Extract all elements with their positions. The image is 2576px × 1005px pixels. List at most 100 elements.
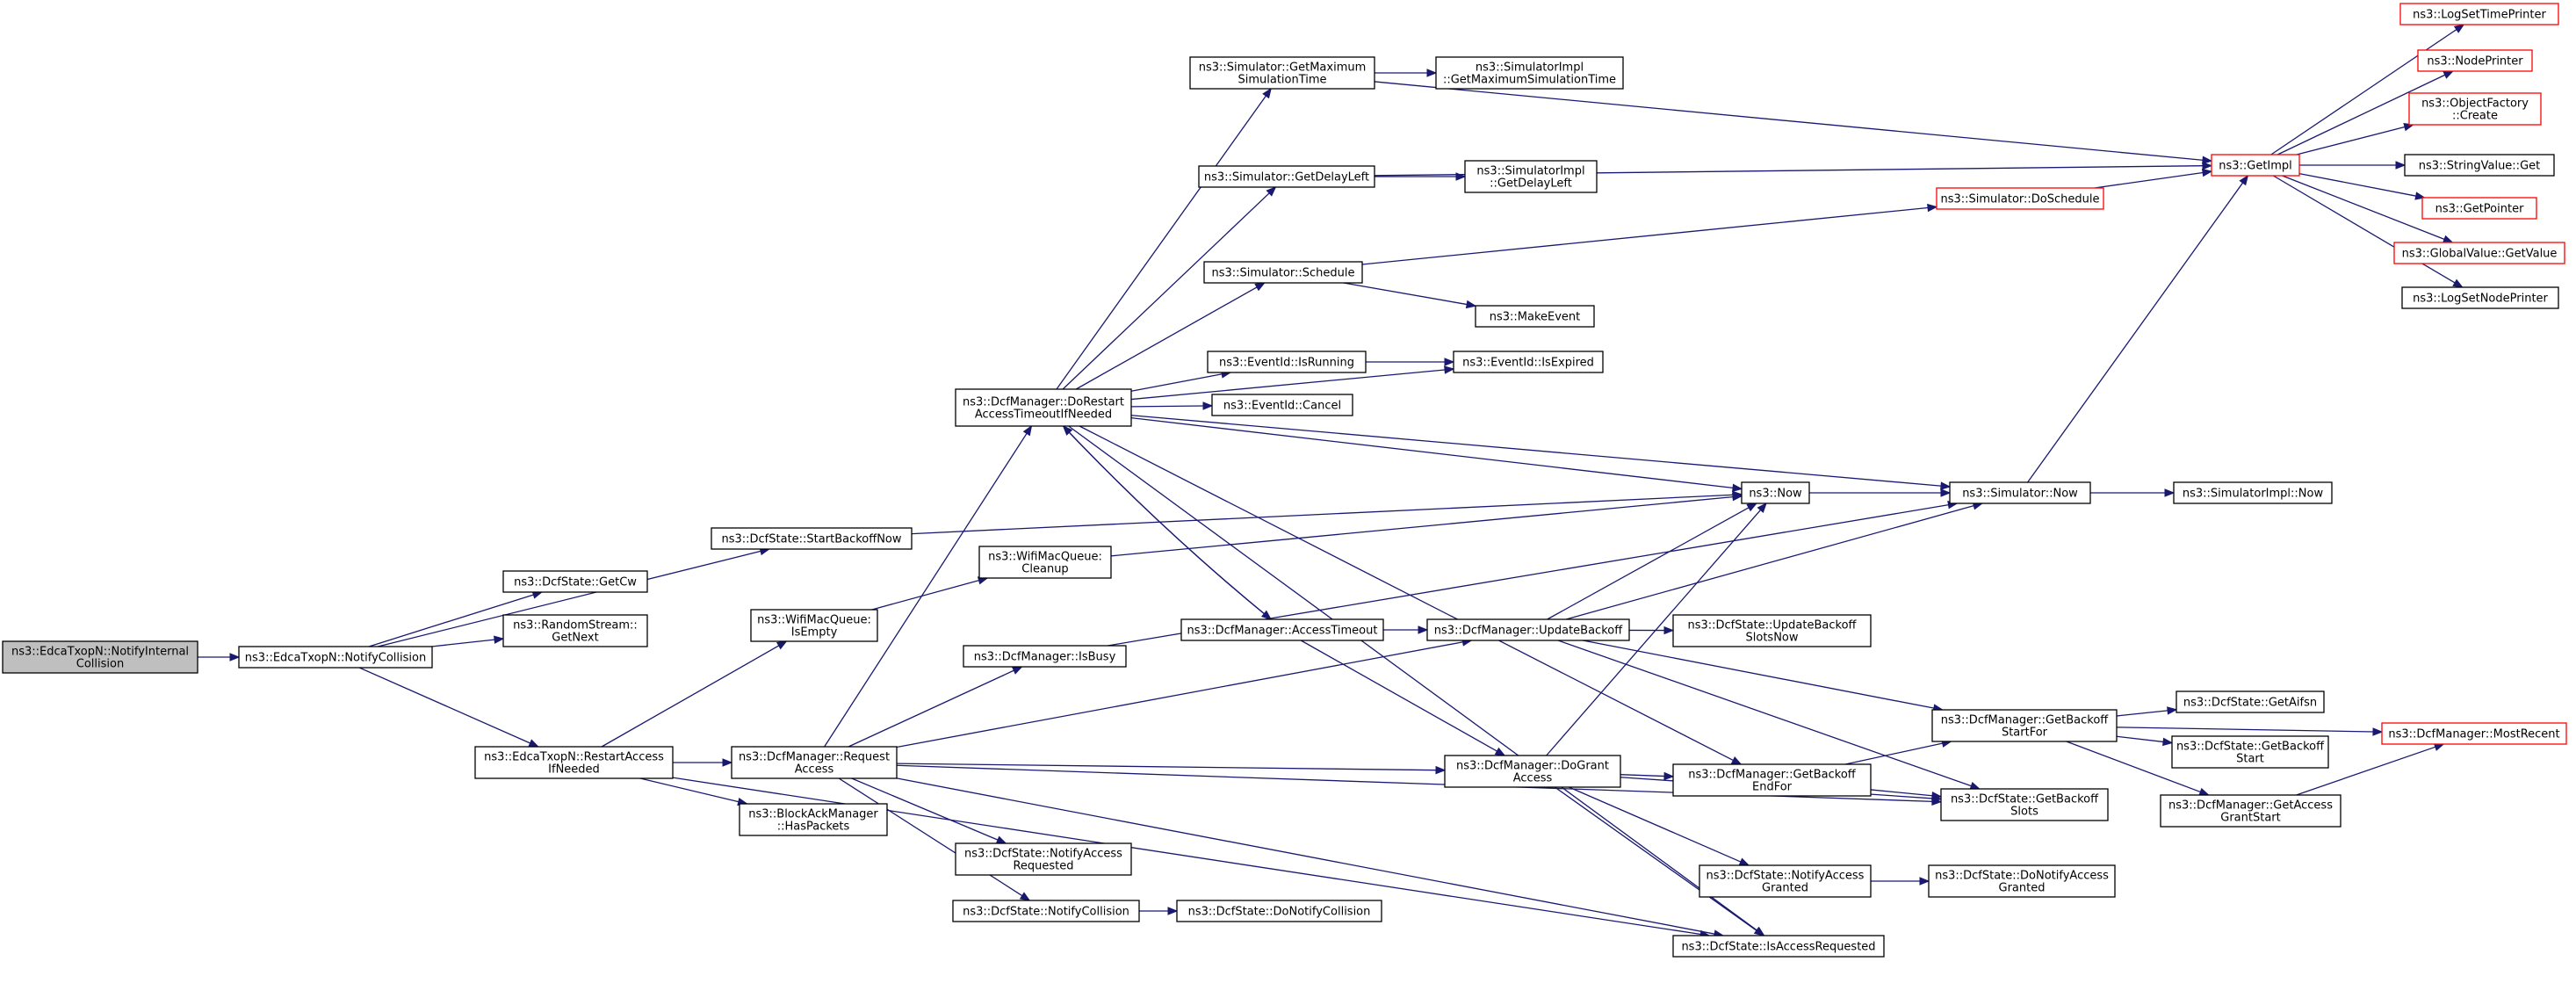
node-do-notify-collision[interactable]: ns3::DcfState::DoNotifyCollision bbox=[1176, 900, 1382, 922]
node-sim-get-delay[interactable]: ns3::Simulator::GetDelayLeft bbox=[1198, 165, 1375, 188]
node-sim-impl-get-delay[interactable]: ns3::SimulatorImpl::GetDelayLeft bbox=[1464, 160, 1598, 193]
node-label-line: ::Create bbox=[2452, 110, 2498, 123]
node-wifi-cleanup[interactable]: ns3::WifiMacQueue:Cleanup bbox=[978, 546, 1112, 579]
arrowhead bbox=[1022, 424, 1033, 437]
node-box bbox=[1928, 864, 2116, 898]
node-box bbox=[750, 609, 878, 642]
node-label-line: ns3::DcfState::GetCw bbox=[514, 576, 637, 589]
node-label-line: StartFor bbox=[2002, 727, 2048, 740]
node-get-impl[interactable]: ns3::GetImpl bbox=[2211, 154, 2300, 177]
node-label-line: ns3::DcfManager::GetBackoff bbox=[1941, 714, 2110, 727]
node-box bbox=[1198, 165, 1375, 188]
node-dcf-notify-collision[interactable]: ns3::DcfState::NotifyCollision bbox=[952, 900, 1140, 922]
node-do-restart[interactable]: ns3::DcfManager::DoRestartAccessTimeoutI… bbox=[955, 388, 1132, 427]
node-box bbox=[1207, 351, 1367, 373]
node-has-packets[interactable]: ns3::BlockAckManager::HasPackets bbox=[739, 803, 888, 836]
node-global-value-get[interactable]: ns3::GlobalValue::GetValue bbox=[2393, 242, 2565, 264]
node-get-cw[interactable]: ns3::DcfState::GetCw bbox=[502, 570, 648, 593]
node-get-aifsn[interactable]: ns3::DcfState::GetAifsn bbox=[2176, 690, 2325, 713]
node-start-backoff-now[interactable]: ns3::DcfState::StartBackoffNow bbox=[711, 527, 913, 550]
node-notify-collision[interactable]: ns3::EdcaTxopN::NotifyCollision bbox=[238, 646, 433, 669]
node-now[interactable]: ns3::Now bbox=[1741, 481, 1810, 504]
node-is-busy[interactable]: ns3::DcfManager::IsBusy bbox=[963, 645, 1127, 668]
edge-line bbox=[1056, 94, 1267, 390]
arrowhead bbox=[1019, 892, 1031, 901]
edge-line bbox=[2270, 28, 2458, 155]
edge-line bbox=[2282, 175, 2446, 241]
arrowhead bbox=[2453, 24, 2465, 33]
node-is-access-requested[interactable]: ns3::DcfState::IsAccessRequested bbox=[1672, 935, 1885, 958]
arrowhead bbox=[1254, 282, 1266, 292]
node-sim-impl-now[interactable]: ns3::SimulatorImpl::Now bbox=[2173, 481, 2333, 504]
edge-line bbox=[1110, 495, 1735, 557]
call-edge-doRestart-to-accessTimeout bbox=[1063, 425, 1273, 620]
node-label-line: ns3::DcfState::NotifyAccess bbox=[964, 848, 1122, 861]
node-update-backoff[interactable]: ns3::DcfManager::UpdateBackoff bbox=[1426, 618, 1630, 641]
edge-line bbox=[2298, 172, 2417, 197]
node-box bbox=[1426, 618, 1630, 641]
node-label-line: ns3::BlockAckManager bbox=[748, 808, 878, 821]
call-edge-doRestart-to-getBackoffEndFor bbox=[1079, 425, 1743, 765]
node-label-line: ns3::GetImpl bbox=[2219, 160, 2292, 173]
edge-line bbox=[2116, 727, 2375, 733]
node-log-set-node-printer[interactable]: ns3::LogSetNodePrinter bbox=[2401, 286, 2559, 309]
node-sim-get-max[interactable]: ns3::Simulator::GetMaximumSimulationTime bbox=[1189, 56, 1375, 90]
node-string-value-get[interactable]: ns3::StringValue::Get bbox=[2404, 154, 2555, 177]
node-sim-now[interactable]: ns3::Simulator::Now bbox=[1949, 481, 2091, 504]
edge-line bbox=[1546, 509, 1762, 756]
node-access-timeout[interactable]: ns3::DcfManager::AccessTimeout bbox=[1180, 618, 1384, 641]
node-sim-do-schedule[interactable]: ns3::Simulator::DoSchedule bbox=[1936, 187, 2104, 210]
arrowhead bbox=[1730, 756, 1743, 765]
node-make-event[interactable]: ns3::MakeEvent bbox=[1475, 305, 1595, 328]
edge-line bbox=[1130, 373, 1223, 392]
node-wifi-is-empty[interactable]: ns3::WifiMacQueue:IsEmpty bbox=[750, 609, 878, 642]
node-label-line: Requested bbox=[1013, 860, 1073, 873]
arrowhead bbox=[2198, 787, 2210, 796]
node-ev-is-expired[interactable]: ns3::EventId::IsExpired bbox=[1453, 351, 1604, 373]
edge-line bbox=[431, 639, 496, 647]
call-edge-simSchedule-to-makeEvent bbox=[1343, 282, 1477, 309]
node-label-line: ns3::EdcaTxopN::RestartAccess bbox=[484, 751, 664, 764]
node-sim-schedule[interactable]: ns3::Simulator::Schedule bbox=[1203, 261, 1363, 284]
edge-line bbox=[1300, 640, 1498, 753]
node-log-set-time-printer[interactable]: ns3::LogSetTimePrinter bbox=[2399, 3, 2559, 25]
node-box bbox=[238, 646, 433, 669]
call-edge-getBackoffEndFor-to-getBackoffSlots bbox=[1870, 789, 1943, 800]
node-box bbox=[2399, 3, 2559, 25]
node-label-line: ns3::StringValue::Get bbox=[2419, 160, 2540, 173]
node-rand-get-next[interactable]: ns3::RandomStream::GetNext bbox=[502, 614, 648, 647]
edge-line bbox=[1569, 786, 1743, 864]
arrowhead bbox=[1738, 857, 1750, 866]
node-label-line: ns3::EventId::Cancel bbox=[1223, 400, 1341, 413]
call-edge-getBackoffStartFor-to-mostRecent bbox=[2116, 727, 2384, 736]
node-label-line: ns3::DcfState::DoNotifyCollision bbox=[1188, 906, 1371, 919]
node-sim-impl-get-max[interactable]: ns3::SimulatorImpl::GetMaximumSimulation… bbox=[1435, 56, 1624, 90]
node-box bbox=[1180, 618, 1384, 641]
node-ev-cancel[interactable]: ns3::EventId::Cancel bbox=[1211, 394, 1353, 416]
node-ev-is-running[interactable]: ns3::EventId::IsRunning bbox=[1207, 351, 1367, 373]
node-most-recent[interactable]: ns3::DcfManager::MostRecent bbox=[2381, 722, 2567, 745]
arrowhead bbox=[2372, 727, 2384, 736]
arrowhead bbox=[776, 640, 788, 650]
node-node-printer[interactable]: ns3::NodePrinter bbox=[2417, 49, 2533, 72]
node-get-pointer[interactable]: ns3::GetPointer bbox=[2421, 197, 2537, 220]
call-edge-dcfNotifyCollision-to-doNotifyCollision bbox=[1138, 907, 1179, 915]
node-object-factory-create[interactable]: ns3::ObjectFactory::Create bbox=[2408, 92, 2542, 126]
call-edge-doGrant-to-now bbox=[1546, 502, 1767, 756]
call-edge-getImpl-to-logSetNodePrinter bbox=[2273, 175, 2464, 288]
arrowhead bbox=[1494, 747, 1506, 756]
